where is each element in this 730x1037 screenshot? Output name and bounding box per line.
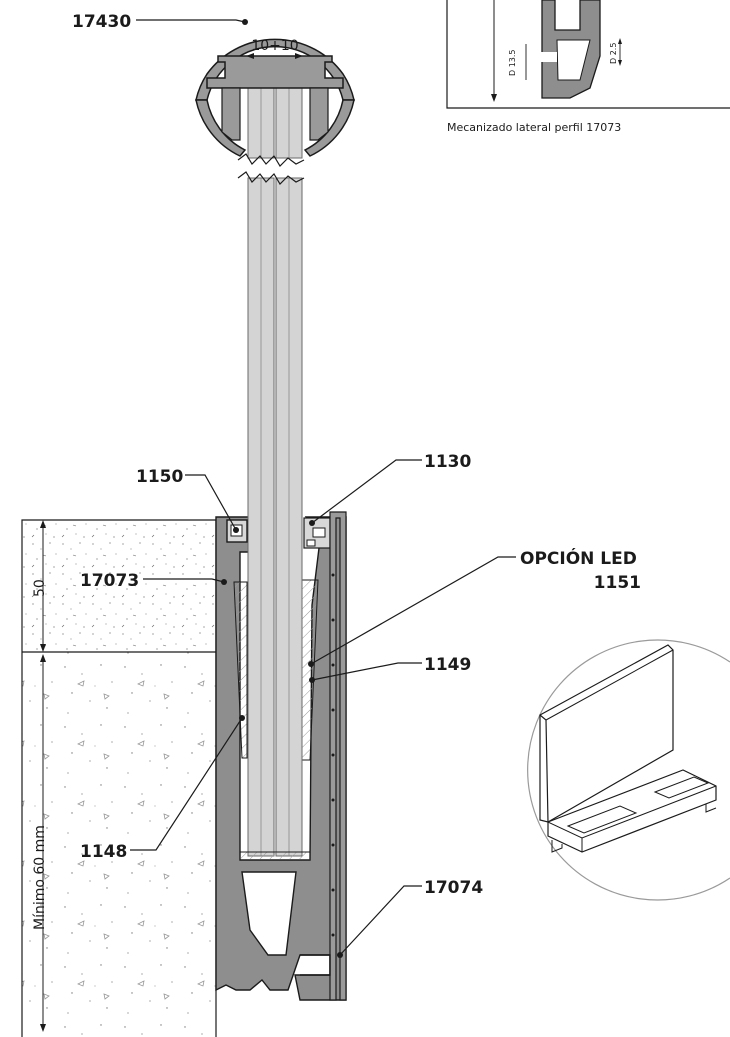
label-inner-wedge: 1149 bbox=[424, 655, 471, 675]
dimension-top-layer-label: 50 bbox=[32, 579, 48, 597]
machining-inset bbox=[446, 0, 730, 109]
dimension-top-layer bbox=[40, 520, 46, 652]
glass-gap-label: 10+10 bbox=[251, 38, 298, 54]
led-detail-illustration bbox=[527, 639, 730, 901]
gasket-1130 bbox=[303, 517, 331, 549]
handrail-17430 bbox=[195, 38, 355, 157]
leader-gasket bbox=[309, 459, 422, 526]
leader-led bbox=[308, 556, 516, 667]
leader-clip bbox=[185, 474, 239, 533]
leader-inner-wedge bbox=[309, 662, 422, 683]
leader-handrail bbox=[136, 19, 248, 25]
label-led-code: 1151 bbox=[594, 573, 641, 593]
laminated-glass bbox=[237, 79, 311, 861]
label-outer-wedge: 1148 bbox=[80, 842, 127, 862]
leader-outer-wedge bbox=[130, 715, 245, 851]
dimension-minimum-depth bbox=[40, 654, 46, 1032]
inset-dim-a: D 13.5 bbox=[508, 49, 517, 76]
leader-base-profile bbox=[143, 578, 227, 585]
label-handrail: 17430 bbox=[72, 12, 131, 32]
dimension-minimum-depth-label: Mínimo 60 mm bbox=[32, 825, 48, 930]
inset-dim-b: D 2.5 bbox=[609, 43, 618, 64]
leader-cover-profile bbox=[337, 885, 422, 958]
cover-profile-17074 bbox=[300, 511, 347, 1001]
label-cover-profile: 17074 bbox=[424, 878, 483, 898]
floor-section bbox=[21, 519, 218, 1037]
outer-wedge-1148 bbox=[233, 581, 248, 759]
label-base-profile: 17073 bbox=[80, 571, 139, 591]
label-led-option: OPCIÓN LED bbox=[520, 547, 637, 569]
label-clip: 1150 bbox=[136, 467, 183, 487]
inset-caption: Mecanizado lateral perfil 17073 bbox=[447, 121, 621, 134]
label-gasket: 1130 bbox=[424, 452, 471, 472]
